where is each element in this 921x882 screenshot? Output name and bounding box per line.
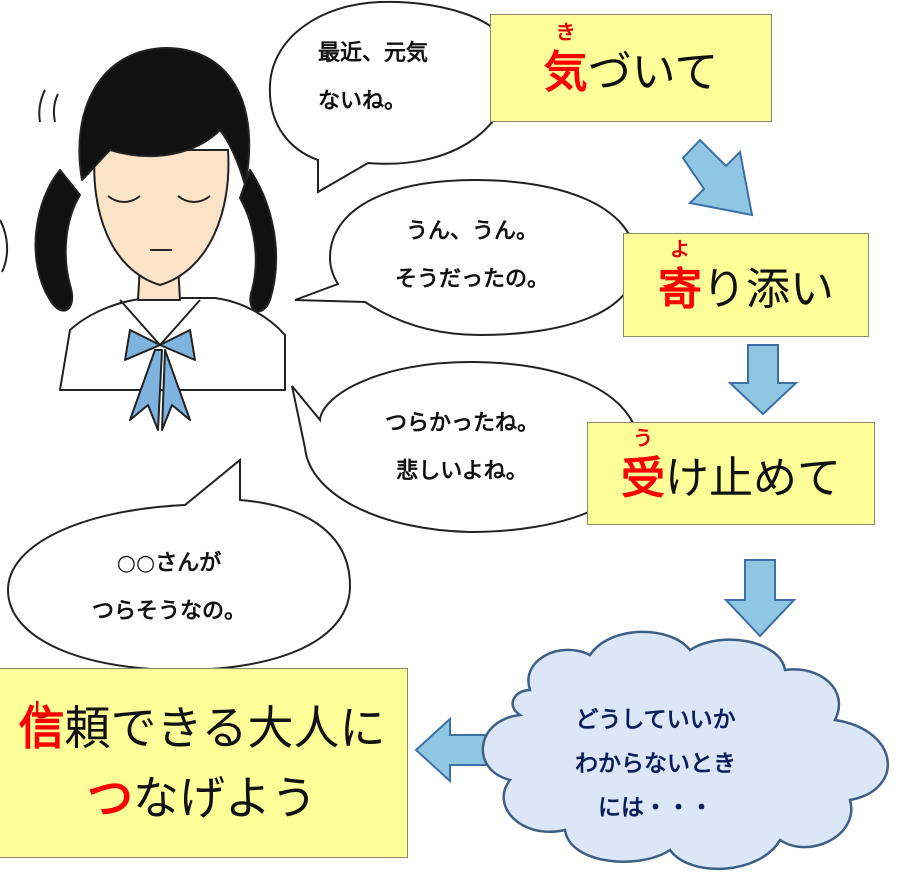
- cloud-line-3: には・・・: [598, 795, 713, 821]
- thought-cloud: [481, 630, 889, 871]
- final-line-2: つなげよう: [87, 763, 317, 833]
- step-1-ruby: き: [555, 20, 576, 44]
- final-head-2: つ: [87, 771, 133, 825]
- bubble-1-text: 最近、元気 ないね。: [318, 30, 428, 126]
- bubble-3-line-2: 悲しいよね。: [396, 459, 528, 484]
- step-2-ruby: よ: [670, 237, 690, 261]
- arrow-left: [414, 716, 491, 784]
- bubble-3-line-1: つらかったね。: [385, 411, 540, 436]
- bubble-2-line-2: そうだったの。: [395, 267, 550, 292]
- step-2-rest: り添い: [702, 264, 834, 315]
- step-box-yorisoi: よ寄り添い: [623, 233, 869, 337]
- step-1-head: き気: [543, 20, 588, 100]
- cloud-text: どうしていいか わからないとき には・・・: [575, 698, 736, 830]
- bubble-2-line-1: うん、うん。: [406, 219, 539, 244]
- speech-bubble-2: [294, 178, 638, 337]
- step-box-kizuite: き気づいて: [490, 14, 772, 122]
- final-line-1: し信頼できる大人に: [18, 693, 385, 763]
- arrow-down-1: [727, 344, 799, 416]
- girl-illustration: [0, 47, 286, 431]
- final-ruby: し: [31, 698, 52, 722]
- cloud-line-2: わからないとき: [575, 751, 736, 777]
- arrow-down-2: [723, 559, 797, 638]
- step-1-head-char: 気: [543, 47, 588, 98]
- bubble-4-line-2: つらそうなの。: [92, 599, 247, 624]
- step-2-head-char: 寄: [658, 264, 702, 315]
- final-rest-2: なげよう: [133, 771, 317, 825]
- bubble-3-text: つらかったね。 悲しいよね。: [385, 400, 539, 496]
- step-3-rest: け止めて: [665, 452, 841, 504]
- bubble-1-line-2: ないね。: [318, 89, 407, 114]
- step-2-head: よ寄: [658, 237, 702, 317]
- step-3-head-char: 受: [621, 452, 665, 504]
- final-box: し信頼できる大人に つなげよう: [0, 668, 408, 858]
- bubble-2-text: うん、うん。 そうだったの。: [395, 208, 549, 304]
- final-rest-1: 頼できる大人に: [64, 701, 386, 755]
- bubble-4-text: ○○さんが つらそうなの。: [92, 540, 246, 636]
- step-3-ruby: う: [633, 425, 653, 450]
- cloud-line-1: どうしていいか: [575, 707, 736, 733]
- step-box-uketomete: う受け止めて: [587, 422, 875, 525]
- speech-bubble-1: [268, 0, 514, 194]
- arrow-down-right: [681, 138, 754, 217]
- final-head-1: し信: [18, 693, 64, 763]
- final-head-1-char: 信: [18, 701, 65, 755]
- speech-bubble-3: [291, 360, 642, 534]
- bubble-4-line-1: ○○さんが: [116, 551, 222, 576]
- step-3-head: う受: [621, 426, 665, 506]
- bubble-1-line-1: 最近、元気: [318, 41, 429, 66]
- speech-bubble-4: [6, 457, 352, 672]
- step-1-rest: づいて: [587, 47, 719, 98]
